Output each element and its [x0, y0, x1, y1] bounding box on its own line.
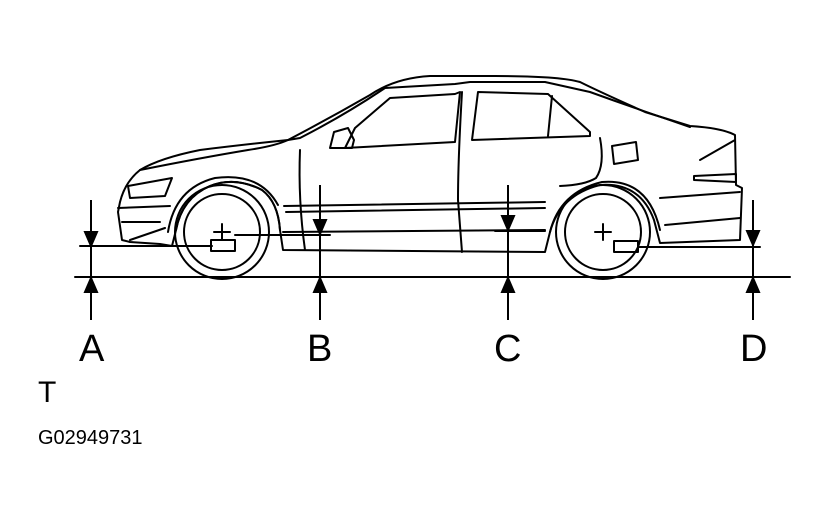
rear-window — [471, 91, 591, 141]
front-bumper — [117, 205, 171, 241]
measure-arrow-b — [312, 185, 328, 320]
label-d: D — [740, 328, 768, 370]
label-b: B — [307, 328, 333, 370]
hood-line — [139, 139, 289, 171]
tail-light — [693, 139, 737, 183]
label-t: T — [38, 376, 57, 409]
car-body-outline — [117, 75, 743, 253]
figure-code: G02949731 — [38, 427, 143, 449]
front-reference-block — [210, 239, 236, 252]
side-molding — [283, 201, 546, 213]
measure-arrow-c — [500, 185, 516, 320]
side-mirror — [329, 127, 355, 149]
fuel-door — [611, 141, 639, 165]
rear-reference-block — [613, 240, 639, 253]
measure-arrow-d — [745, 200, 761, 320]
headlight — [127, 177, 173, 199]
label-a: A — [79, 328, 105, 370]
rear-door-line — [559, 137, 603, 187]
front-wheel — [167, 176, 281, 280]
front-window — [344, 91, 461, 149]
rear-bumper — [659, 191, 741, 226]
label-c: C — [494, 328, 522, 370]
rear-wheel — [549, 180, 661, 280]
roof-line — [287, 81, 691, 141]
window-pillar — [547, 95, 553, 137]
measure-arrow-a — [83, 200, 99, 320]
front-door-line — [298, 149, 306, 251]
b-pillar-door-line — [457, 91, 463, 253]
